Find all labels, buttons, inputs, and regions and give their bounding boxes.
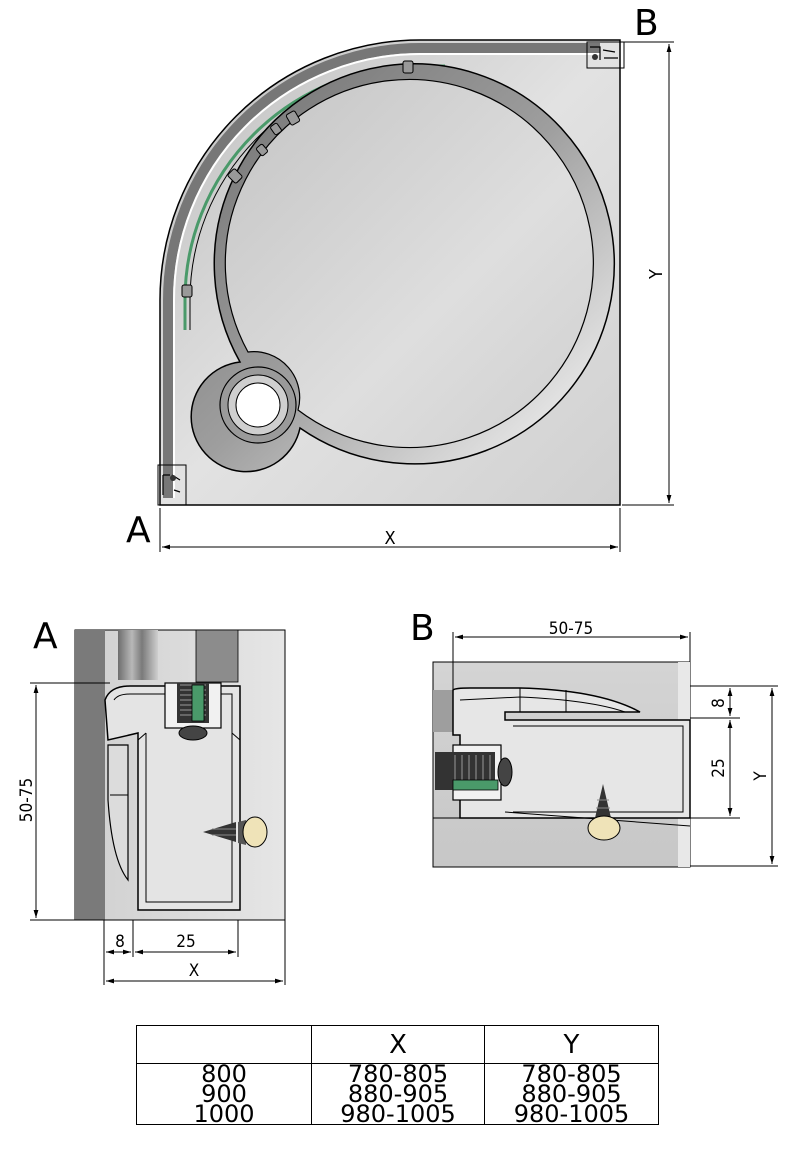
table-cell: 880-905 (484, 1082, 659, 1106)
dim-b-y: Y (751, 771, 771, 782)
table-cell: 780-805 (311, 1062, 485, 1086)
detail-box-b (586, 41, 625, 69)
dim-y-top-label: Y (646, 269, 667, 280)
detail-a-section (30, 629, 286, 985)
dimension-x-top: X (159, 508, 621, 552)
table-row: 900 880-905 880-905 (136, 1082, 659, 1106)
detail-box-a (157, 464, 187, 506)
table-row: 800 780-805 780-805 (136, 1062, 659, 1086)
label-b-detail: B (410, 608, 435, 649)
dim-b-25: 25 (709, 758, 729, 777)
table-cell: 1000 (136, 1102, 312, 1126)
detail-b-section (432, 632, 778, 868)
size-table: X Y 800 780-805 780-805 900 880-905 880-… (136, 1025, 659, 1126)
dim-a-25: 25 (176, 932, 195, 952)
dim-b-profile-width: 50-75 (549, 619, 593, 639)
table-cell: 900 (136, 1082, 312, 1106)
label-a-top: A (126, 510, 151, 551)
table-cell: 980-1005 (311, 1102, 485, 1126)
size-table-header: X Y (136, 1025, 659, 1064)
label-b-top: B (634, 3, 659, 44)
dim-x-top-label: X (384, 528, 395, 549)
size-table-header-cell (136, 1025, 312, 1064)
dim-a-x: X (189, 961, 199, 981)
dim-a-profile-width: 50-75 (17, 778, 37, 822)
size-table-header-cell: X (311, 1025, 485, 1064)
dimension-y-top: Y (622, 41, 674, 506)
table-cell: 880-905 (311, 1082, 485, 1106)
table-cell: 980-1005 (484, 1102, 659, 1126)
dim-a-8: 8 (115, 932, 125, 952)
size-table-header-cell: Y (484, 1025, 659, 1064)
table-cell: 780-805 (484, 1062, 659, 1086)
tray-top-view (157, 39, 625, 506)
dim-b-8: 8 (709, 698, 729, 708)
table-cell: 800 (136, 1062, 312, 1086)
label-a-detail: A (33, 616, 58, 657)
table-row: 1000 980-1005 980-1005 (136, 1102, 659, 1126)
